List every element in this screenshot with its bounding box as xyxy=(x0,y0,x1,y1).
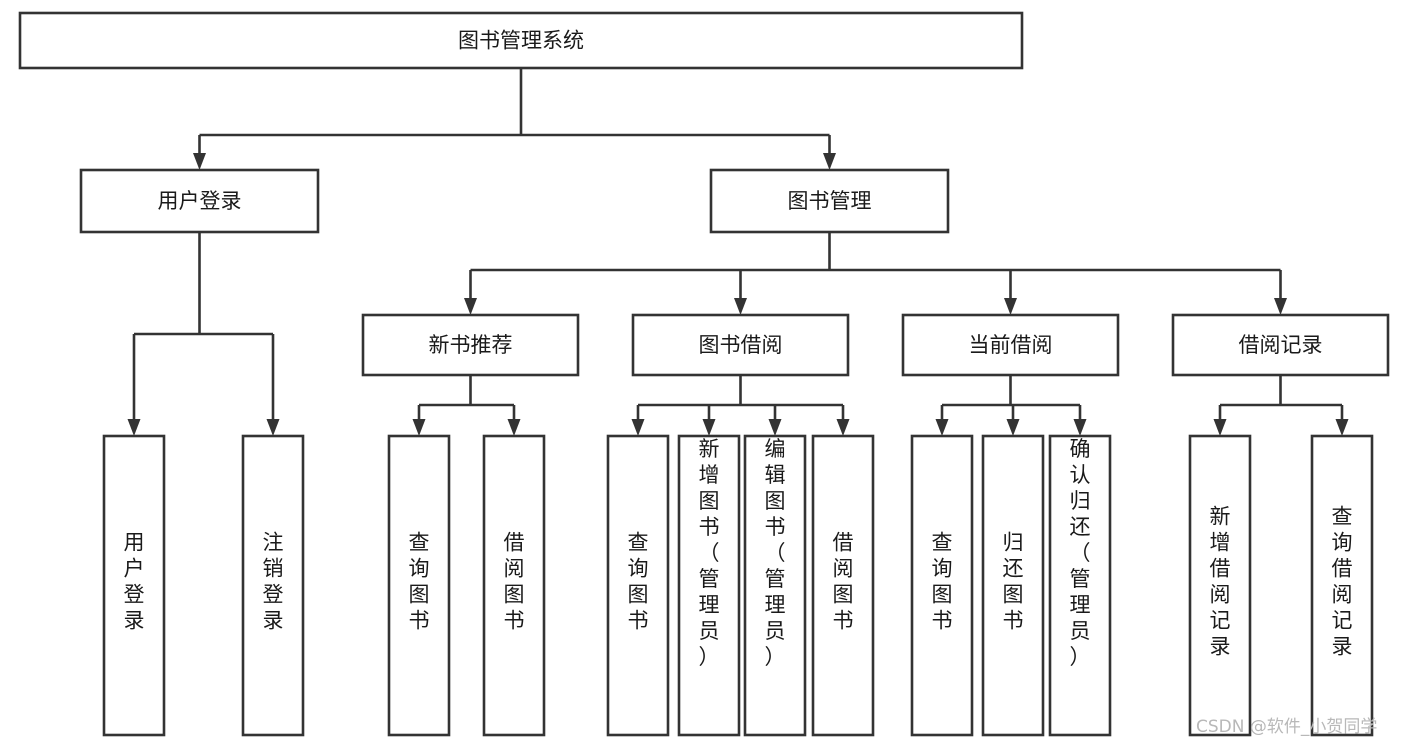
node-leaf-user-login[interactable]: 用户登录 xyxy=(102,434,166,737)
node-leaf-borrow-book-2[interactable]: 借阅图书 xyxy=(811,434,875,737)
node-label-newbook: 新书推荐 xyxy=(429,333,513,357)
connector-root xyxy=(193,68,836,170)
csdn-watermark: CSDN @软件_小贺同学 xyxy=(1196,717,1377,737)
node-leaf-query-book-2[interactable]: 查询图书 xyxy=(606,434,670,737)
node-leaf-return-book[interactable]: 归还图书 xyxy=(981,434,1045,737)
node-label-login: 用户登录 xyxy=(158,189,242,213)
arrow-head-icon xyxy=(734,298,747,315)
node-borrow[interactable]: 图书借阅 xyxy=(631,313,850,377)
node-box-bookmgmt[interactable] xyxy=(709,168,950,234)
node-label-leaf-borrow-book-2: 借阅图书 xyxy=(833,531,854,633)
node-layer: 图书管理系统用户登录图书管理新书推荐图书借阅当前借阅借阅记录用户登录注销登录查询… xyxy=(18,11,1390,737)
node-box-leaf-borrow-book-2[interactable] xyxy=(811,434,875,737)
node-leaf-borrow-book-1[interactable]: 借阅图书 xyxy=(482,434,546,737)
arrow-head-icon xyxy=(266,419,280,436)
arrow-head-icon xyxy=(127,419,141,436)
node-leaf-confirm-return[interactable]: 确认归还（管理员） xyxy=(1048,434,1112,737)
node-leaf-add-book[interactable]: 新增图书（管理员） xyxy=(677,434,741,737)
node-leaf-query-book-3[interactable]: 查询图书 xyxy=(910,434,974,737)
node-root[interactable]: 图书管理系统 xyxy=(18,11,1024,70)
arrow-head-icon xyxy=(631,419,645,436)
node-label-leaf-user-login: 用户登录 xyxy=(124,531,145,633)
node-box-leaf-confirm-return[interactable] xyxy=(1048,434,1112,737)
node-leaf-query-record[interactable]: 查询借阅记录 xyxy=(1310,434,1374,737)
node-box-login[interactable] xyxy=(79,168,320,234)
node-newbook[interactable]: 新书推荐 xyxy=(361,313,580,377)
node-box-leaf-return-book[interactable] xyxy=(981,434,1045,737)
node-leaf-user-logout[interactable]: 注销登录 xyxy=(241,434,305,737)
arrow-head-icon xyxy=(823,153,836,170)
arrow-head-icon xyxy=(464,298,477,315)
node-leaf-edit-book[interactable]: 编辑图书（管理员） xyxy=(743,434,807,737)
node-label-root: 图书管理系统 xyxy=(458,29,584,53)
connector-newbook xyxy=(412,375,521,436)
node-box-leaf-user-login[interactable] xyxy=(102,434,166,737)
node-box-records[interactable] xyxy=(1171,313,1390,377)
arrow-head-icon xyxy=(836,419,850,436)
node-leaf-query-book-1[interactable]: 查询图书 xyxy=(387,434,451,737)
node-box-root[interactable] xyxy=(18,11,1024,70)
node-current[interactable]: 当前借阅 xyxy=(901,313,1120,377)
node-label-leaf-query-book-1: 查询图书 xyxy=(409,531,430,633)
arrow-head-icon xyxy=(412,419,426,436)
arrow-head-icon xyxy=(1004,298,1017,315)
arrow-head-icon xyxy=(768,419,782,436)
node-label-leaf-add-book: 新增图书（管理员） xyxy=(699,437,720,669)
connector-bookmgmt xyxy=(464,232,1287,315)
node-label-leaf-edit-book: 编辑图书（管理员） xyxy=(765,437,786,669)
node-label-borrow: 图书借阅 xyxy=(699,333,783,357)
arrow-head-icon xyxy=(1335,419,1349,436)
node-label-leaf-add-record: 新增借阅记录 xyxy=(1210,505,1231,659)
node-label-records: 借阅记录 xyxy=(1239,333,1323,357)
arrow-head-icon xyxy=(507,419,521,436)
node-box-leaf-query-record[interactable] xyxy=(1310,434,1374,737)
node-box-leaf-add-record[interactable] xyxy=(1188,434,1252,737)
arrow-head-icon xyxy=(193,153,206,170)
node-box-newbook[interactable] xyxy=(361,313,580,377)
arrow-head-icon xyxy=(702,419,716,436)
node-box-leaf-edit-book[interactable] xyxy=(743,434,807,737)
node-label-leaf-borrow-book-1: 借阅图书 xyxy=(504,531,525,633)
node-box-leaf-borrow-book-1[interactable] xyxy=(482,434,546,737)
node-label-leaf-query-book-3: 查询图书 xyxy=(932,531,953,633)
node-leaf-add-record[interactable]: 新增借阅记录 xyxy=(1188,434,1252,737)
node-box-leaf-query-book-2[interactable] xyxy=(606,434,670,737)
node-label-leaf-return-book: 归还图书 xyxy=(1003,531,1024,633)
connector-records xyxy=(1213,375,1349,436)
arrow-head-icon xyxy=(1274,298,1287,315)
connector-login xyxy=(127,232,280,436)
arrow-head-icon xyxy=(935,419,949,436)
node-login[interactable]: 用户登录 xyxy=(79,168,320,234)
connector-current xyxy=(935,375,1087,436)
node-box-current[interactable] xyxy=(901,313,1120,377)
arrow-head-icon xyxy=(1006,419,1020,436)
arrow-head-icon xyxy=(1073,419,1087,436)
node-label-leaf-query-record: 查询借阅记录 xyxy=(1332,505,1353,659)
arrow-head-icon xyxy=(1213,419,1227,436)
node-box-leaf-query-book-3[interactable] xyxy=(910,434,974,737)
watermark-layer: CSDN @软件_小贺同学 xyxy=(1196,717,1377,737)
node-records[interactable]: 借阅记录 xyxy=(1171,313,1390,377)
node-label-leaf-user-logout: 注销登录 xyxy=(263,531,284,633)
connector-borrow xyxy=(631,375,850,436)
node-label-current: 当前借阅 xyxy=(969,333,1053,357)
connector-layer xyxy=(127,68,1349,436)
node-bookmgmt[interactable]: 图书管理 xyxy=(709,168,950,234)
node-box-leaf-user-logout[interactable] xyxy=(241,434,305,737)
node-box-borrow[interactable] xyxy=(631,313,850,377)
node-label-bookmgmt: 图书管理 xyxy=(788,189,872,213)
node-label-leaf-confirm-return: 确认归还（管理员） xyxy=(1070,437,1091,669)
node-label-leaf-query-book-2: 查询图书 xyxy=(628,531,649,633)
node-box-leaf-add-book[interactable] xyxy=(677,434,741,737)
node-box-leaf-query-book-1[interactable] xyxy=(387,434,451,737)
